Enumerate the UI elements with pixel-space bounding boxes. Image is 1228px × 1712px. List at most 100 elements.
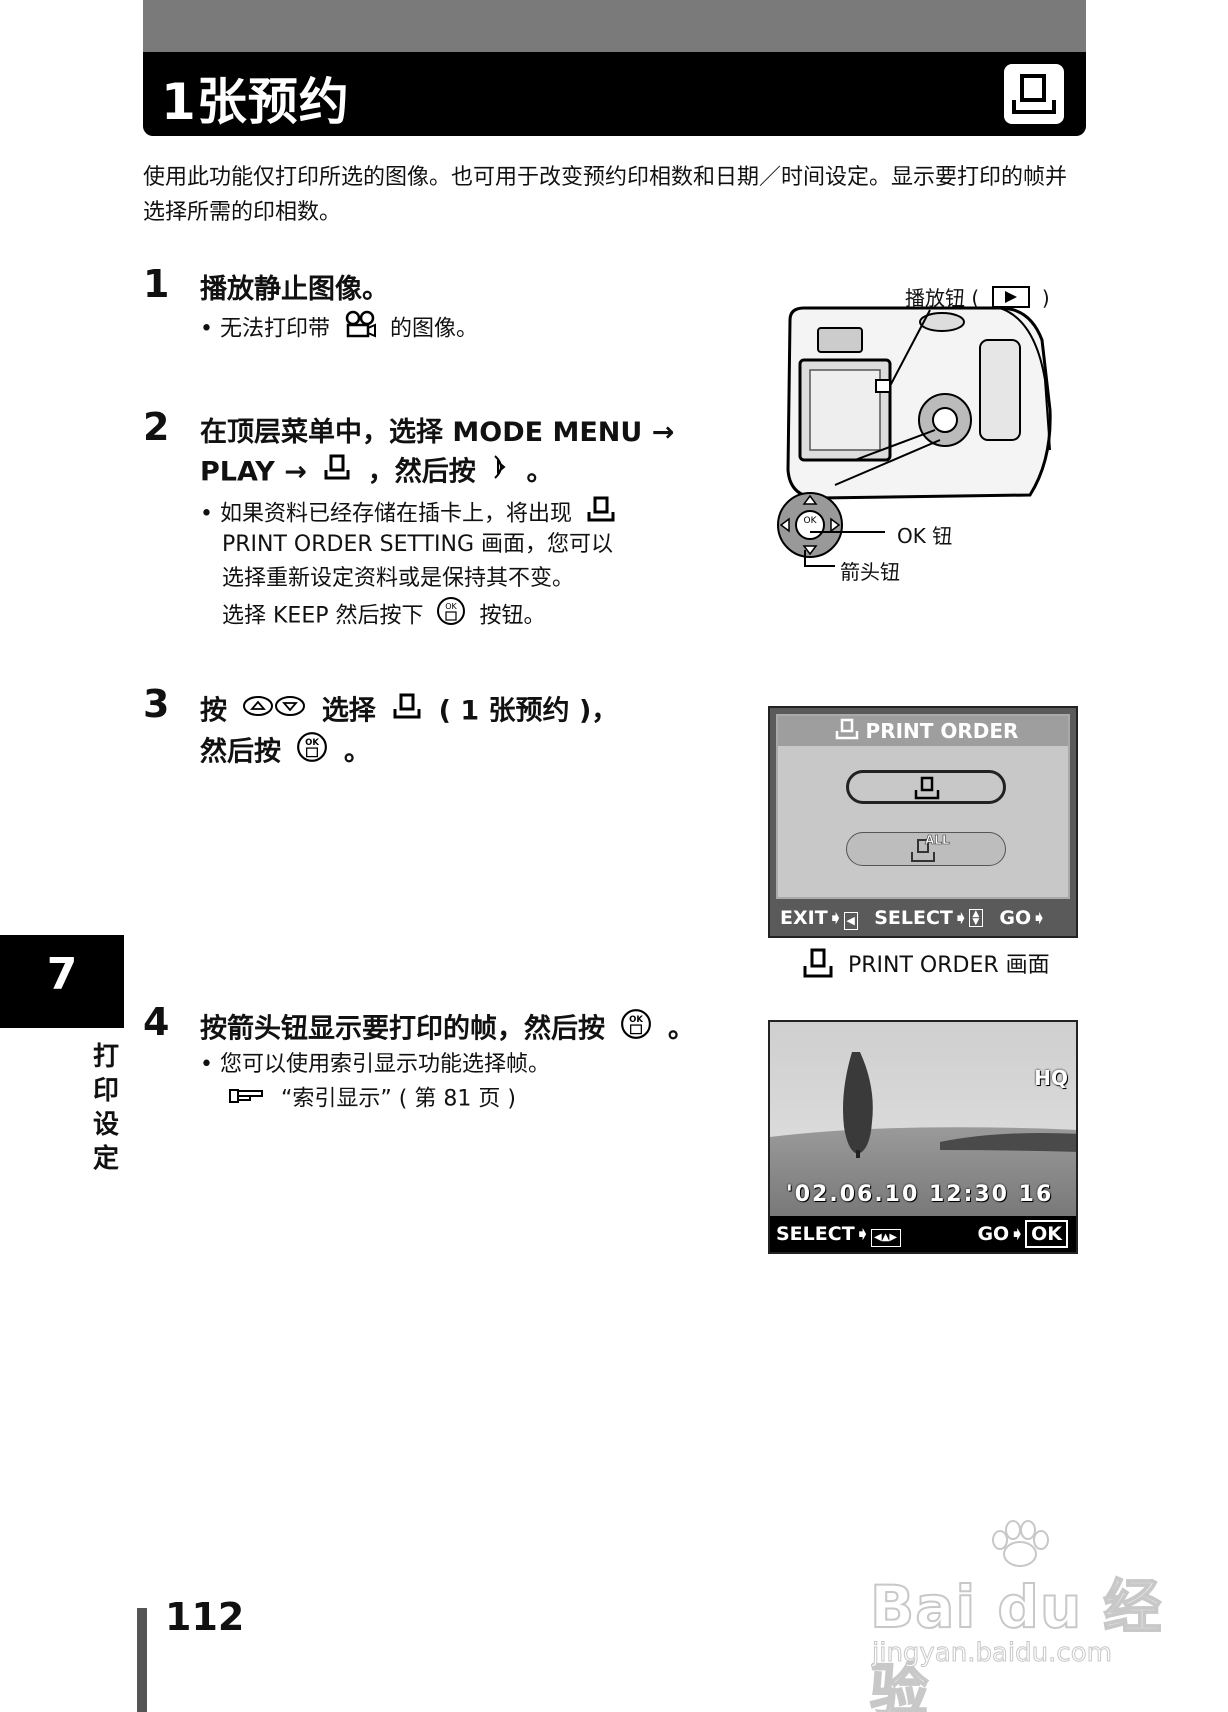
- print-single-icon: [322, 452, 352, 494]
- svg-text:OK: OK: [305, 738, 319, 748]
- step-2-bullet-4-text-a: 选择 KEEP 然后按下: [222, 603, 424, 629]
- print-order-caption: PRINT ORDER 画面: [795, 947, 1050, 985]
- arrow-right-icon: ➧: [827, 907, 844, 929]
- watermark: Bai du 经验 jingyan.baidu.com: [869, 1520, 1170, 1712]
- step-2-bullet-2: PRINT ORDER SETTING 画面，您可以: [222, 532, 613, 557]
- step-2-bullet-4: 选择 KEEP 然后按下 OK 按钮。: [222, 596, 546, 637]
- header-band: [143, 0, 1086, 52]
- ok-label: OK: [1025, 1220, 1068, 1248]
- step-1-heading: 播放静止图像。: [200, 274, 389, 305]
- print-all-icon: [911, 839, 935, 862]
- print-single-icon: [585, 494, 617, 535]
- quality-indicator: HQ: [1034, 1066, 1068, 1090]
- step-2-heading-then: ，然后按: [367, 456, 476, 488]
- step-1-bullet: • 无法打印带 的图像。: [200, 310, 478, 349]
- label-leader-lines: [804, 531, 885, 567]
- print-single-icon: [801, 947, 835, 985]
- right-arrow-button-icon: [491, 452, 511, 494]
- step-2-number: 2: [143, 405, 170, 449]
- play-button-label-text: 播放钮 (: [905, 286, 980, 310]
- step-3-heading-line2: 然后按 OK 。: [200, 731, 371, 775]
- arrow-right-icon: ➧: [952, 907, 969, 929]
- print-order-footer: EXIT➧◀ SELECT➧▲▼ GO➧OK: [770, 900, 1076, 968]
- play-button-label-close: ): [1041, 286, 1050, 310]
- title-bar: 1张预约: [143, 52, 1086, 136]
- print-icon: [1004, 64, 1064, 124]
- caption-text: PRINT ORDER 画面: [848, 953, 1050, 978]
- reference-link[interactable]: “索引显示” ( 第 81 页 ): [281, 1086, 516, 1112]
- step-1-number: 1: [143, 262, 170, 306]
- print-order-header: PRINT ORDER: [778, 716, 1068, 746]
- intro-paragraph: 使用此功能仅打印所选的图像。也可用于改变预约印相数和日期／时间设定。显示要打印的…: [143, 165, 1068, 225]
- step-4-end: 。: [667, 1013, 695, 1045]
- step-2-bullet-3: 选择重新设定资料或是保持其不变。: [222, 566, 575, 591]
- step-3-single-reserve: ( 1 张预约 )，: [438, 695, 619, 727]
- go-label: GO: [999, 907, 1032, 929]
- arrow-right-icon: ➧: [1031, 907, 1048, 929]
- ok-button-icon: OK: [620, 1008, 652, 1052]
- exit-label: EXIT: [780, 907, 828, 929]
- chapter-label: 打印设定: [92, 1042, 119, 1174]
- date-time-stamp: '02.06.10 12:30 16: [786, 1182, 1054, 1207]
- svg-text:OK: OK: [804, 516, 818, 526]
- step-3-number: 3: [143, 682, 170, 726]
- play-icon: [991, 285, 1030, 314]
- chapter-number: 7: [46, 949, 78, 1000]
- ok-button-icon: OK: [436, 596, 466, 637]
- step-4-reference[interactable]: “索引显示” ( 第 81 页 ): [222, 1082, 516, 1117]
- select-label: SELECT: [874, 907, 953, 929]
- print-order-header-text: PRINT ORDER: [865, 719, 1019, 743]
- movie-icon: [343, 310, 377, 349]
- page-marker: [137, 1608, 147, 1712]
- step-4-number: 4: [143, 1000, 170, 1044]
- single-print-option[interactable]: [846, 770, 1006, 804]
- arrow-pad-icon: OK: [777, 492, 843, 558]
- step-1-bullet-text-a: • 无法打印带: [200, 316, 330, 342]
- up-down-icon: ▲▼: [968, 909, 983, 927]
- frame-footer: SELECT➧◀▲▶ GO➧OK: [770, 1216, 1076, 1252]
- arrow-right-icon: ➧: [1009, 1223, 1026, 1245]
- step-3-end: 。: [343, 736, 371, 768]
- camera-illustration: [786, 306, 1052, 500]
- all-label: ALL: [925, 833, 950, 848]
- print-single-icon: [914, 776, 940, 800]
- page-title: 1张预约: [161, 73, 350, 131]
- step-4-heading: 按箭头钮显示要打印的帧，然后按 OK 。: [200, 1008, 695, 1052]
- step-4-heading-text: 按箭头钮显示要打印的帧，然后按: [200, 1013, 605, 1045]
- arrow-button-label: 箭头钮: [840, 560, 900, 584]
- page-number: 112: [165, 1595, 245, 1639]
- step-2-bullet-1-text: • 如果资料已经存储在插卡上，将出现: [200, 501, 572, 527]
- select-label: SELECT: [776, 1223, 855, 1245]
- frame-preview-screen: HQ '02.06.10 12:30 16 SELECT➧◀▲▶ GO➧OK: [768, 1020, 1078, 1254]
- step-3-then-press: 然后按: [200, 736, 281, 768]
- step-2-heading-line2: PLAY → ，然后按 。: [200, 452, 554, 494]
- step-2-bullet-4-text-b: 按钮。: [479, 603, 546, 629]
- print-single-icon: [834, 718, 860, 748]
- go-label: GO: [977, 1223, 1010, 1245]
- print-order-screen: PRINT ORDER ALL EXIT➧◀ SELECT➧▲▼ GO➧OK: [768, 706, 1078, 968]
- step-2-heading-play: PLAY →: [200, 456, 307, 488]
- watermark-brand: Bai du 经验: [869, 1572, 1163, 1712]
- print-single-icon: [391, 691, 423, 733]
- ok-button-label: OK 钮: [897, 524, 953, 548]
- watermark-url: jingyan.baidu.com: [872, 1638, 1113, 1669]
- step-3-select: 选择: [321, 695, 376, 727]
- ok-button-icon: OK: [296, 731, 328, 775]
- print-order-panel: PRINT ORDER ALL: [776, 714, 1070, 899]
- left-arrow-icon: ◀: [843, 912, 858, 930]
- four-way-arrow-icon: ◀▲▶: [870, 1229, 901, 1247]
- arrow-right-icon: ➧: [854, 1223, 871, 1245]
- step-3-heading-line1: 按 选择 ( 1 张预约 )，: [200, 691, 618, 733]
- step-2-bullet-1: • 如果资料已经存储在插卡上，将出现: [200, 494, 623, 535]
- step-2-heading-line1: 在顶层菜单中，选择 MODE MENU →: [200, 417, 675, 448]
- chapter-tab[interactable]: 7: [0, 935, 124, 1028]
- all-print-option[interactable]: ALL: [846, 832, 1006, 866]
- up-down-arrow-icon: [242, 692, 306, 732]
- play-button-label: 播放钮 ( ): [905, 282, 1050, 314]
- pointing-hand-icon: [228, 1082, 268, 1117]
- step-4-bullet: • 您可以使用索引显示功能选择帧。: [200, 1052, 550, 1077]
- step-2-heading-end: 。: [526, 456, 554, 488]
- paw-icon: [992, 1520, 1049, 1567]
- svg-text:OK: OK: [629, 1015, 643, 1025]
- step-1-bullet-text-b: 的图像。: [389, 316, 478, 342]
